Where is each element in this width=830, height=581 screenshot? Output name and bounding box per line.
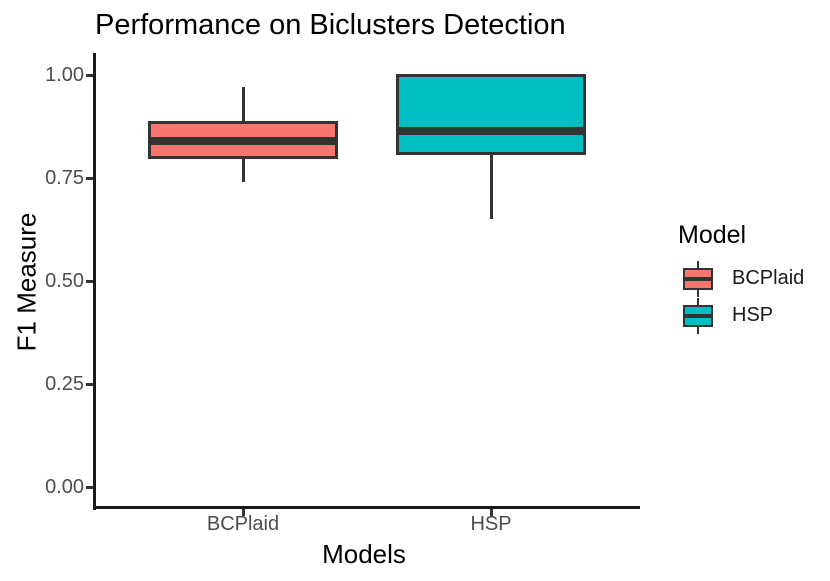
median-line: [396, 126, 586, 135]
plot-title: Performance on Biclusters Detection: [95, 9, 566, 41]
y-tick-label: 0.00: [45, 476, 84, 498]
box-whisker-lower: [489, 153, 493, 220]
x-axis-title: Models: [322, 539, 406, 569]
legend-key-median: [683, 276, 713, 281]
box-whisker-upper: [241, 87, 245, 123]
legend-entry: BCPlaid: [678, 260, 804, 297]
legend-entry: HSP: [678, 297, 804, 334]
median-line: [148, 136, 338, 145]
x-tick: [489, 509, 493, 516]
x-tick-label: HSP: [470, 513, 512, 535]
x-tick: [241, 509, 245, 516]
y-tick-label: 0.25: [45, 373, 84, 395]
legend-key-boxplot-icon: [681, 297, 715, 334]
y-tick: [86, 485, 93, 489]
x-axis-line: [93, 506, 640, 509]
y-tick: [86, 176, 93, 180]
y-axis-line: [93, 53, 96, 510]
y-tick-label: 1.00: [45, 64, 84, 86]
plot-panel: [93, 53, 640, 507]
legend-title: Model: [678, 221, 747, 249]
box-iqr: [396, 73, 586, 155]
y-tick-label: 0.75: [45, 167, 84, 189]
legend-key-boxplot-icon: [681, 260, 715, 297]
legend-entry-label: BCPlaid: [732, 267, 805, 289]
y-tick: [86, 279, 93, 283]
y-tick-label: 0.50: [45, 270, 84, 292]
legend-entry-label: HSP: [732, 304, 774, 326]
x-tick-label: BCPlaid: [206, 513, 280, 535]
box-whisker-lower: [241, 157, 245, 183]
legend-key-median: [683, 313, 713, 318]
y-tick: [86, 382, 93, 386]
y-tick: [86, 73, 93, 77]
